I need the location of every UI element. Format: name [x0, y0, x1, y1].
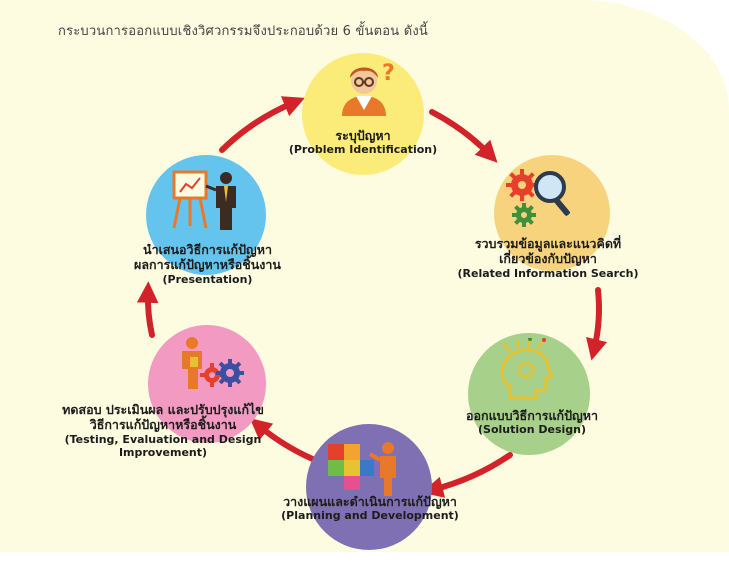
step-4-english: (Planning and Development)	[281, 509, 459, 523]
step-5-english-line2: Improvement)	[118, 445, 208, 459]
gears-magnifier-icon	[506, 169, 570, 227]
step-4-label: วางแผนและดำเนินการแก้ปัญหา (Planning and…	[265, 494, 475, 523]
head-ideas-icon	[500, 338, 554, 400]
presenter-board-icon	[172, 170, 236, 230]
arrow-1-to-2	[429, 109, 498, 163]
step-3-title: ออกแบบวิธีการแก้ปัญหา	[466, 408, 598, 423]
intro-text: กระบวนการออกแบบเชิงวิศวกรรมจึงประกอบด้วย…	[58, 24, 428, 39]
person-gears-icon	[182, 337, 244, 389]
step-5-title-line1: ทดสอบ ประเมินผล และปรับปรุงแก้ไข	[62, 402, 264, 417]
step-3-label: ออกแบบวิธีการแก้ปัญหา (Solution Design)	[452, 408, 612, 437]
thinking-person-icon: ?	[342, 61, 395, 116]
svg-text:?: ?	[382, 61, 395, 86]
step-5-circle	[148, 325, 266, 443]
step-3-circle	[468, 333, 590, 455]
arrow-5-to-6	[136, 281, 159, 338]
step-2-title-line2: เกี่ยวข้องกับปัญหา	[499, 251, 597, 267]
step-5-english-line1: (Testing, Evaluation and Design	[64, 432, 262, 446]
arrow-6-to-1	[219, 96, 305, 153]
step-1-label: ระบุปัญหา (Problem Identification)	[283, 128, 443, 157]
step-2-label: รวบรวมข้อมูลและแนวคิดที่ เกี่ยวข้องกับปั…	[448, 236, 648, 280]
step-1-title: ระบุปัญหา	[335, 128, 391, 143]
puzzle-person-icon	[328, 442, 396, 496]
step-3-english: (Solution Design)	[478, 423, 586, 437]
step-6-english: (Presentation)	[162, 272, 253, 286]
step-6-title-line2: ผลการแก้ปัญหาหรือชิ้นงาน	[134, 257, 281, 273]
step-5-title-line2: วิธีการแก้ปัญหาหรือชิ้นงาน	[89, 417, 237, 433]
step-5-label: ทดสอบ ประเมินผล และปรับปรุงแก้ไข วิธีการ…	[48, 402, 278, 459]
step-4-circle	[306, 424, 432, 550]
step-2-title-line1: รวบรวมข้อมูลและแนวคิดที่	[474, 236, 622, 251]
step-2-english: (Related Information Search)	[457, 266, 639, 280]
arrow-2-to-3	[586, 287, 608, 361]
arrow-3-to-4	[421, 452, 513, 498]
step-6-title-line1: นำเสนอวิธีการแก้ปัญหา	[143, 242, 272, 257]
step-4-title: วางแผนและดำเนินการแก้ปัญหา	[283, 494, 457, 509]
step-1-english: (Problem Identification)	[288, 143, 438, 157]
step-6-label: นำเสนอวิธีการแก้ปัญหา ผลการแก้ปัญหาหรือช…	[120, 242, 295, 286]
